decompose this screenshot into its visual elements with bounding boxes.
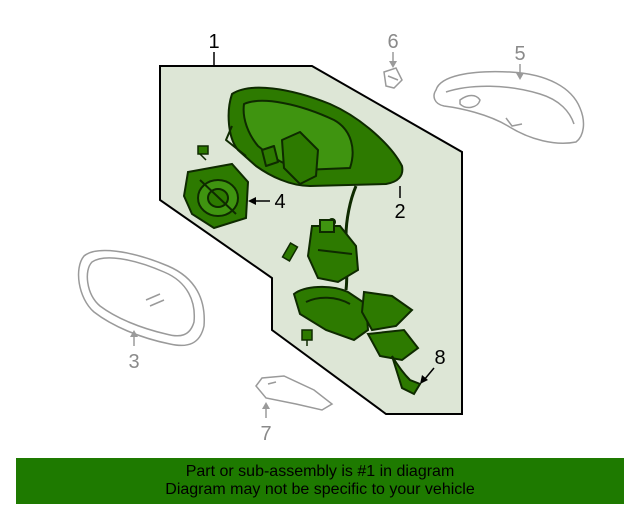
- banner-line-1: Part or sub-assembly is #1 in diagram: [185, 463, 455, 480]
- exploded-view: 1 2 3 4 5 6 7 8: [77, 31, 585, 445]
- mirror-housing[interactable]: [225, 86, 404, 187]
- arrowhead-7: [262, 402, 270, 409]
- screw-middle: [281, 242, 299, 262]
- callout-3: 3: [128, 351, 139, 373]
- leader-8: [423, 367, 435, 381]
- callout-6: 6: [387, 31, 398, 53]
- clip-part-6[interactable]: [383, 67, 403, 89]
- callout-8: 8: [434, 347, 445, 369]
- motor-ring[interactable]: [182, 162, 250, 230]
- callout-1: 1: [208, 31, 219, 53]
- callout-2: 2: [394, 201, 405, 223]
- callout-4: 4: [274, 191, 285, 213]
- banner-line-2: Diagram may not be specific to your vehi…: [165, 481, 475, 498]
- callout-7: 7: [260, 423, 271, 445]
- mirror-glass-part-3[interactable]: [77, 249, 205, 347]
- base-bracket[interactable]: [292, 286, 370, 342]
- arrowhead-4: [248, 197, 256, 205]
- harness-cover[interactable]: [360, 290, 422, 396]
- screw-lower: [301, 329, 313, 346]
- arrowhead-6: [389, 61, 397, 68]
- arrowhead-3: [130, 330, 138, 337]
- actuator[interactable]: [306, 219, 360, 284]
- mirror-cap-part-5[interactable]: [433, 70, 585, 144]
- arrowhead-5: [516, 73, 524, 80]
- arrowhead-8: [420, 375, 428, 384]
- bracket-part-7[interactable]: [255, 375, 334, 411]
- callout-5: 5: [514, 43, 525, 65]
- info-banner: Part or sub-assembly is #1 in diagram Di…: [16, 458, 624, 504]
- screw-upper: [197, 145, 209, 161]
